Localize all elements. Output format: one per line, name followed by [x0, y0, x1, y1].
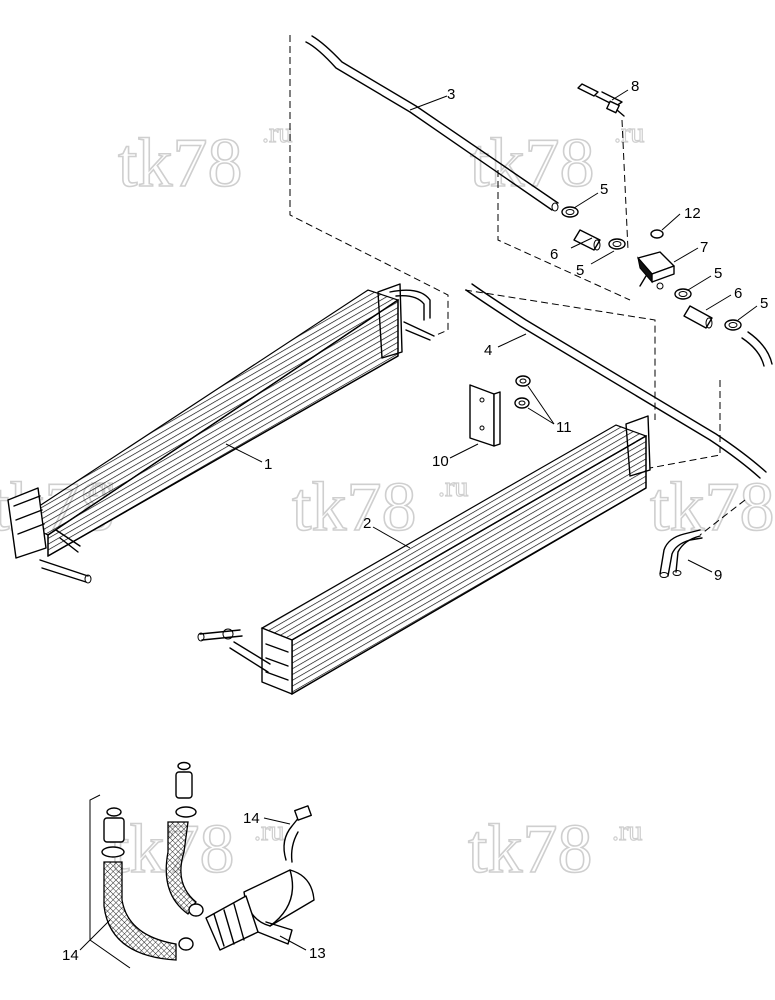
heat-exchanger-1 [7, 283, 435, 584]
svg-text:.ru: .ru [254, 816, 284, 847]
pump-detail-frame [89, 794, 131, 969]
callout-13: 13 [309, 945, 326, 962]
watermark-1: tk78 .ru [117, 117, 293, 202]
clamp-5d [724, 319, 742, 331]
callout-5b: 5 [576, 262, 584, 279]
oring-12 [650, 229, 664, 239]
svg-text:tk78: tk78 [470, 125, 594, 202]
callout-12: 12 [684, 205, 701, 222]
callout-10: 10 [432, 453, 449, 470]
watermark-2: tk78 .ru [469, 117, 645, 202]
hose-6b [683, 305, 713, 329]
callout-5d: 5 [760, 295, 768, 312]
hose-14-right [165, 761, 204, 917]
pipe-3 [305, 35, 559, 212]
callout-7: 7 [700, 239, 708, 256]
leader-lines [79, 89, 758, 951]
valve-7 [637, 251, 675, 290]
bracket-10 [469, 384, 501, 447]
elbow-pipe [741, 331, 773, 367]
clamp-5c [674, 288, 692, 300]
watermark-4: tk78 .ru [291, 468, 469, 547]
clamp-5a [561, 206, 579, 218]
heat-exchanger-2 [197, 415, 651, 696]
svg-text:.ru: .ru [438, 472, 468, 503]
hose-14-left [101, 807, 194, 961]
callout-numbers: 3 8 5 12 6 7 5 5 6 5 4 11 1 10 2 9 14 14… [62, 78, 768, 964]
callout-2: 2 [363, 515, 371, 532]
callout-9: 9 [714, 567, 722, 584]
svg-text:.ru: .ru [262, 118, 292, 149]
callout-14a: 14 [243, 810, 260, 827]
watermark-5: tk78 [649, 468, 775, 547]
callout-3: 3 [447, 86, 455, 103]
svg-text:.ru: .ru [612, 816, 642, 847]
callout-4: 4 [484, 342, 492, 359]
pipe-4 [465, 283, 767, 479]
callout-11: 11 [556, 419, 572, 436]
watermark-7: tk78 .ru [467, 810, 643, 889]
svg-text:tk78: tk78 [118, 125, 242, 202]
sensor-8 [577, 83, 625, 117]
callout-6a: 6 [550, 246, 558, 263]
callout-5c: 5 [714, 265, 722, 282]
grommets-11 [514, 375, 531, 409]
callout-6b: 6 [734, 285, 742, 302]
svg-text:tk78: tk78 [650, 469, 774, 546]
svg-text:tk78: tk78 [292, 469, 416, 546]
svg-text:tk78: tk78 [468, 811, 592, 888]
callout-8: 8 [631, 78, 639, 95]
clamp-5b [608, 238, 626, 250]
assembly-dashed-lines [289, 35, 746, 536]
svg-text:.ru: .ru [614, 118, 644, 149]
callout-14b: 14 [62, 947, 79, 964]
elbow-9 [659, 529, 703, 578]
pump-13 [205, 805, 315, 951]
callout-1: 1 [264, 456, 272, 473]
callout-5a: 5 [600, 181, 608, 198]
